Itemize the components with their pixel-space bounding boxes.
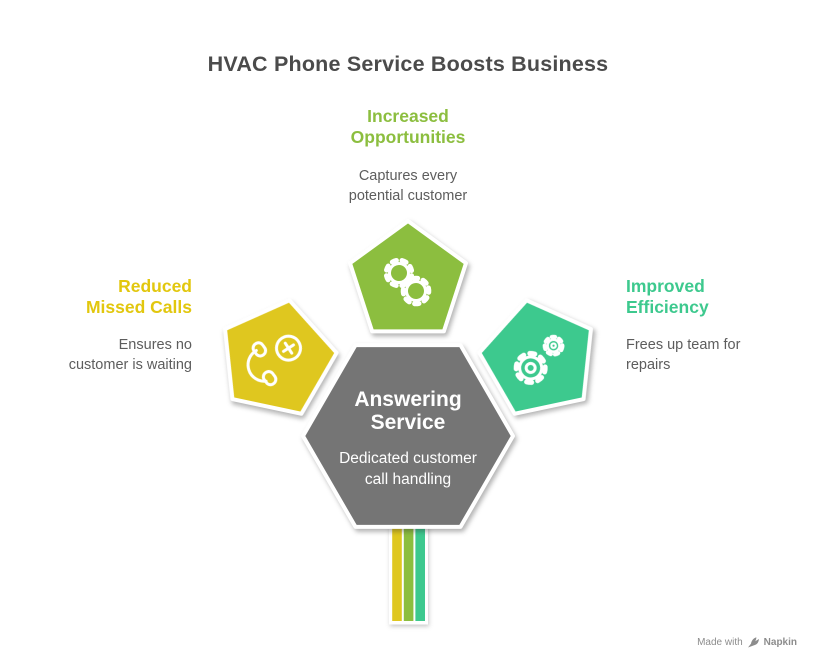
left-node-description-line1: Ensures no — [118, 337, 192, 353]
right-pentagon — [477, 298, 593, 416]
napkin-logo-icon — [747, 637, 759, 648]
ribbon-stripes — [389, 519, 428, 625]
left-node-description-line2: customer is waiting — [68, 356, 192, 373]
center-hexagon-title: Answering Service — [328, 388, 488, 434]
top-node-label: Increased Opportunities — [328, 106, 488, 148]
top-node-description: Captures every potential customer — [328, 167, 488, 206]
left-node-label-line2: Missed Calls — [85, 297, 192, 317]
missed-call-icon — [246, 334, 303, 387]
right-node-description-line1: Frees up team for — [626, 337, 741, 353]
center-hexagon-title-line2: Service — [370, 410, 446, 434]
right-node-label: Improved Efficiency — [626, 276, 776, 318]
watermark-prefix: Made with — [697, 637, 743, 648]
right-node-description-line2: repairs — [626, 356, 671, 373]
sketch-gears-icon — [383, 257, 432, 307]
top-node-label-line1: Increased — [367, 106, 449, 126]
ribbon-stripe-teal — [415, 522, 425, 621]
left-node-label: Reduced Missed Calls — [62, 276, 192, 318]
center-hexagon-description: Dedicated customer call handling — [318, 449, 498, 490]
left-pentagon — [223, 298, 339, 416]
center-hexagon-shape — [301, 343, 515, 529]
right-node-label-line1: Improved — [626, 276, 705, 296]
top-pentagon — [348, 219, 468, 334]
right-node-description: Frees up team for repairs — [626, 336, 786, 375]
watermark: Made with Napkin — [697, 636, 797, 649]
left-node-description: Ensures no customer is waiting — [52, 336, 192, 375]
left-node-label-line1: Reduced — [118, 276, 192, 296]
right-node-label-line2: Efficiency — [626, 297, 709, 317]
page-title: HVAC Phone Service Boosts Business — [207, 52, 609, 76]
center-hexagon-title-line1: Answering — [354, 388, 462, 411]
gears-icon — [513, 334, 565, 385]
top-node-description-line2: potential customer — [348, 187, 468, 204]
ribbon-stripe-yellow — [392, 522, 402, 621]
top-node-description-line1: Captures every — [358, 168, 458, 184]
center-hexagon-description-line2: call handling — [364, 470, 452, 488]
watermark-brand: Napkin — [763, 637, 797, 648]
top-node-label-line2: Opportunities — [350, 127, 466, 147]
ribbon-stripe-green — [403, 522, 414, 621]
center-hexagon — [301, 343, 515, 529]
center-hexagon-description-line1: Dedicated customer — [339, 450, 477, 467]
